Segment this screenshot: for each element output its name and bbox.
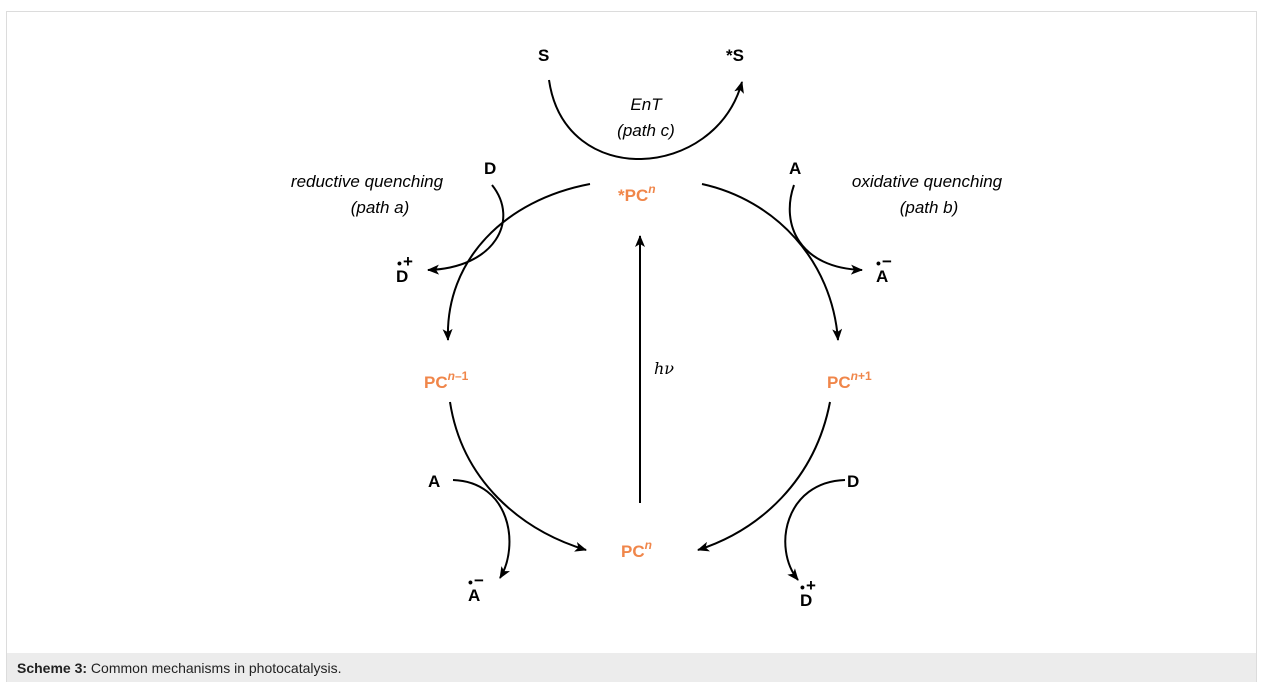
figure-frame: [6, 11, 1257, 653]
pc-excited-label: *PCn: [618, 182, 656, 205]
donor-label-top: D: [484, 159, 496, 178]
svg-text:−: −: [474, 571, 484, 590]
excited-substrate-label: *S: [726, 46, 744, 65]
donor-radical-cation-left: D • +: [396, 252, 413, 286]
donor-radical-cation-bottom: D • +: [800, 576, 816, 610]
svg-text:•: •: [876, 255, 881, 271]
svg-text:−: −: [882, 252, 892, 271]
oxidative-quenching-label: oxidative quenching: [852, 172, 1003, 191]
svg-text:•: •: [468, 574, 473, 590]
acceptor-label-bottom-left: A: [428, 472, 440, 491]
donor-label-bottom-right: D: [847, 472, 859, 491]
pc-reduced-label: PCn–1: [424, 369, 469, 392]
ent-arc: [548, 79, 744, 160]
path-a-label: (path a): [351, 198, 410, 217]
path-b-label: (path b): [900, 198, 959, 217]
caption-bar: Scheme 3: Common mechanisms in photocata…: [6, 653, 1257, 682]
acceptor-label-top: A: [789, 159, 801, 178]
svg-text:D: D: [800, 591, 812, 610]
svg-text:A: A: [468, 586, 480, 605]
caption-label: Scheme 3:: [17, 660, 88, 676]
acceptor-branch-bottom-left: [452, 479, 511, 579]
svg-text:•: •: [800, 579, 805, 595]
path-c-label: (path c): [617, 121, 675, 140]
light-label: hν: [654, 359, 674, 378]
cycle-arc-reduced-to-ground: [449, 401, 587, 552]
reductive-quenching-label: reductive quenching: [291, 172, 444, 191]
donor-branch-top-left: [427, 184, 505, 275]
svg-text:•: •: [397, 255, 402, 271]
cycle-arc-excited-to-reduced: [442, 183, 591, 341]
pc-ground-label: PCn: [621, 538, 652, 561]
acceptor-radical-anion-right: A • −: [876, 252, 892, 286]
svg-text:A: A: [876, 267, 888, 286]
svg-text:D: D: [396, 267, 408, 286]
svg-text:+: +: [403, 252, 413, 271]
acceptor-branch-top-right: [788, 184, 863, 275]
mechanism-diagram: S *S D A A D D • + A • − A • − D • + *PC…: [291, 46, 1003, 610]
caption-text: Common mechanisms in photocatalysis.: [87, 660, 342, 676]
substrate-label: S: [538, 46, 549, 65]
acceptor-radical-anion-bottom: A • −: [468, 571, 484, 605]
ent-label: EnT: [630, 95, 663, 114]
donor-branch-bottom-right: [784, 479, 846, 581]
pc-oxidized-label: PCn+1: [827, 369, 872, 392]
svg-text:+: +: [806, 576, 816, 595]
cycle-arc-oxidized-to-ground: [697, 401, 831, 552]
cycle-arc-excited-to-oxidized: [701, 183, 843, 341]
caption: Scheme 3: Common mechanisms in photocata…: [17, 660, 341, 676]
